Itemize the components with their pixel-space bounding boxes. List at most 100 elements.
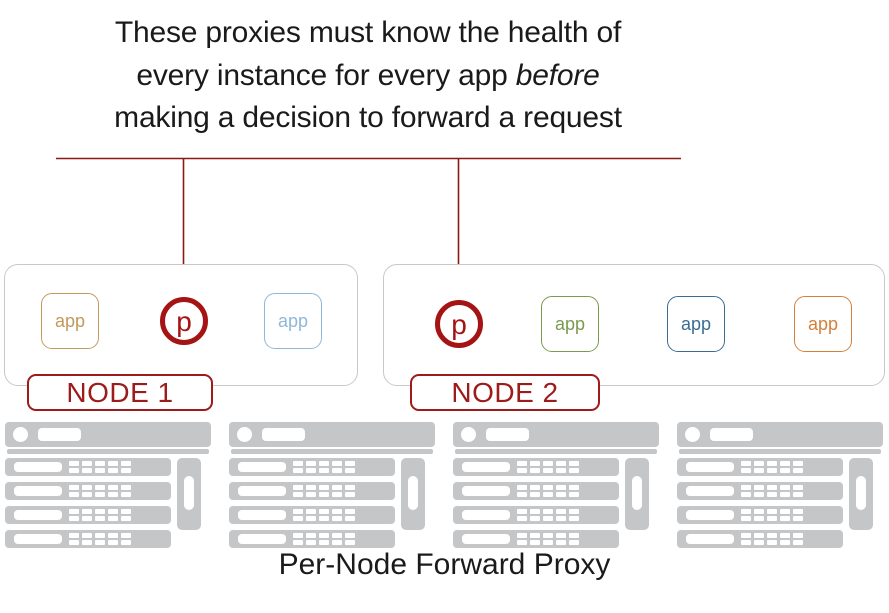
app-box-node1-1[interactable]: app [41, 293, 99, 349]
rack-blade-row [677, 458, 843, 476]
app-box-label: app [554, 313, 586, 334]
blade-port [517, 540, 527, 545]
rack-top-unit [453, 422, 659, 447]
app-box-node2-2[interactable]: app [667, 296, 725, 352]
app-box-label: app [807, 313, 839, 334]
blade-port [543, 492, 553, 497]
blade-port [767, 485, 777, 490]
blade-port [108, 533, 118, 538]
headline-line-1: These proxies must know the health of [114, 16, 622, 49]
blade-port [306, 461, 316, 466]
blade-port [530, 492, 540, 497]
blade-port [95, 533, 105, 538]
rack-side-panel [849, 458, 873, 530]
blade-port [108, 540, 118, 545]
blade-port [293, 533, 303, 538]
blade-port [793, 509, 803, 514]
rack-top-panel [486, 428, 529, 441]
blade-port [530, 540, 540, 545]
rack-blade-row [453, 506, 619, 524]
rack-blade-row [5, 458, 171, 476]
blade-port [741, 461, 751, 466]
rack-blade-row [5, 530, 171, 548]
blade-port [319, 540, 329, 545]
rack-blade-row [453, 482, 619, 500]
blade-port [95, 516, 105, 521]
blade-port [543, 516, 553, 521]
blade-port [108, 516, 118, 521]
blade-port [306, 540, 316, 545]
blade-port [767, 492, 777, 497]
blade-port [121, 509, 131, 514]
blade-port-grid [741, 485, 803, 497]
blade-port [69, 540, 79, 545]
blade-port [556, 509, 566, 514]
blade-port [82, 461, 92, 466]
blade-port [569, 461, 579, 466]
blade-port [332, 516, 342, 521]
blade-port [517, 461, 527, 466]
blade-port [306, 516, 316, 521]
node-label-1: NODE 1 [27, 374, 213, 411]
app-box-node2-1[interactable]: app [541, 296, 599, 352]
blade-port [306, 492, 316, 497]
blade-port [319, 485, 329, 490]
blade-port [780, 509, 790, 514]
blade-port [793, 492, 803, 497]
blade-port [82, 540, 92, 545]
rack-power-indicator-icon [13, 427, 28, 442]
blade-port [741, 509, 751, 514]
blade-port [543, 485, 553, 490]
blade-port [754, 461, 764, 466]
rack-blade-row [677, 530, 843, 548]
blade-port [569, 533, 579, 538]
rack-top-panel [710, 428, 753, 441]
blade-port [741, 533, 751, 538]
blade-port [95, 540, 105, 545]
node-label-text: NODE 2 [451, 376, 559, 408]
rack-top-unit [677, 422, 883, 447]
blade-port [741, 468, 751, 473]
blade-port [793, 461, 803, 466]
rack-side-slot [632, 476, 642, 510]
blade-drive-bay [14, 462, 62, 472]
blade-port [95, 485, 105, 490]
blade-port [793, 485, 803, 490]
blade-port [319, 461, 329, 466]
blade-port [121, 540, 131, 545]
blade-port [82, 516, 92, 521]
blade-port-grid [517, 461, 579, 473]
blade-port [754, 485, 764, 490]
app-box-node2-3[interactable]: app [794, 296, 852, 352]
blade-port [530, 461, 540, 466]
proxy-label: p [451, 309, 467, 340]
blade-port-grid [741, 533, 803, 545]
rack-power-indicator-icon [685, 427, 700, 442]
rack-blade-row [5, 506, 171, 524]
blade-port [569, 540, 579, 545]
app-box-label: app [54, 310, 86, 331]
blade-port [121, 492, 131, 497]
blade-port-grid [293, 509, 355, 521]
blade-port [121, 533, 131, 538]
blade-port [95, 492, 105, 497]
blade-port [767, 540, 777, 545]
blade-port [780, 492, 790, 497]
blade-port [332, 468, 342, 473]
blade-port [780, 540, 790, 545]
blade-port [332, 492, 342, 497]
blade-port [345, 485, 355, 490]
proxy-node-2[interactable]: p [435, 300, 483, 348]
proxy-node-1[interactable]: p [160, 297, 208, 345]
blade-port [517, 509, 527, 514]
rack-power-indicator-icon [237, 427, 252, 442]
app-box-node1-2[interactable]: app [264, 293, 322, 349]
blade-port [569, 492, 579, 497]
blade-port [306, 533, 316, 538]
blade-port-grid [517, 485, 579, 497]
rack-top-panel [38, 428, 81, 441]
app-box-label: app [277, 310, 309, 331]
blade-port [569, 509, 579, 514]
blade-port [293, 492, 303, 497]
